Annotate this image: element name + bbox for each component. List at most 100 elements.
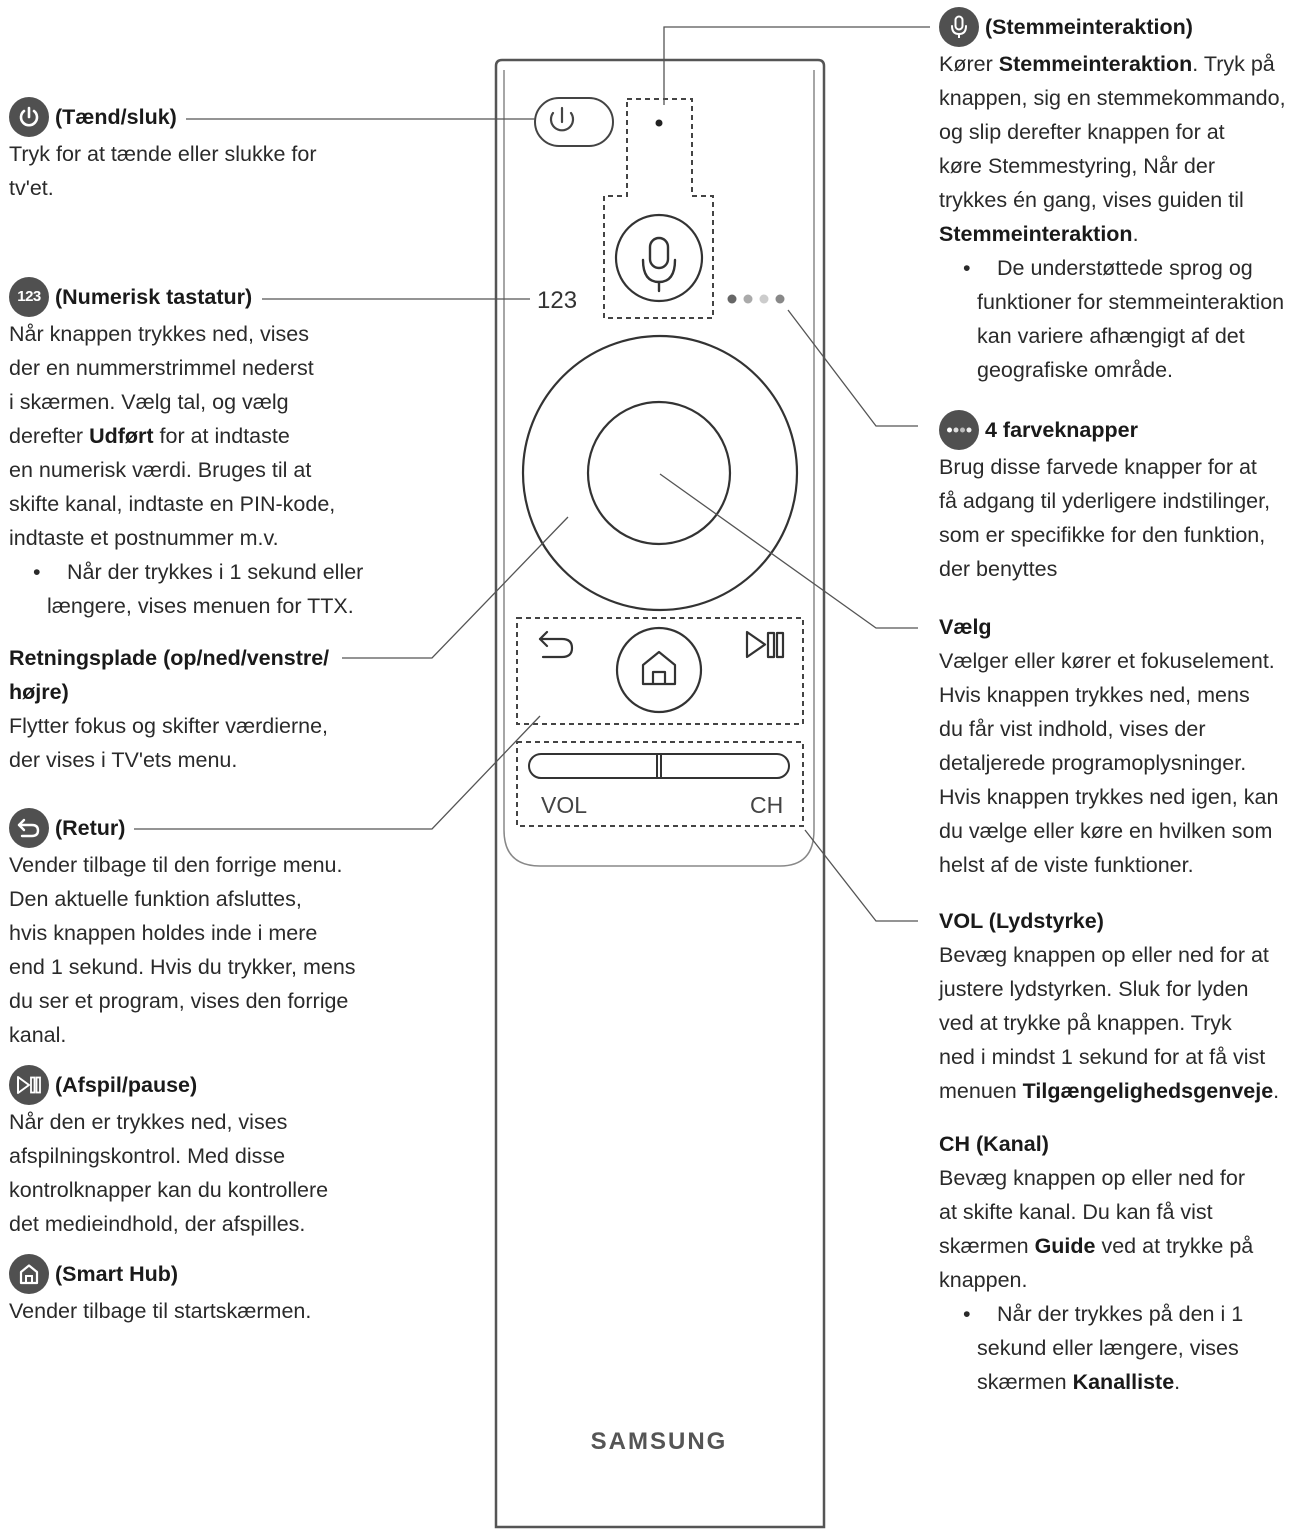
numeric-bullet: •Når der trykkes i 1 sekund eller xyxy=(33,560,364,584)
channel-bullet: •Når der trykkes på den i 1 xyxy=(963,1302,1244,1326)
brand-logo: SAMSUNG xyxy=(591,1428,728,1455)
select-description: Vælg Vælger eller kører et fokuselement.… xyxy=(939,610,1278,882)
voice-bullet-1: •De understøttede sprog og xyxy=(963,256,1253,280)
channel-bullet-line-2: sekund eller længere, vises xyxy=(977,1336,1239,1360)
play-description: (Afspil/pause) Når den er trykkes ned, v… xyxy=(9,1065,328,1241)
play-pause-button[interactable] xyxy=(745,630,785,659)
navigation-row-outline xyxy=(516,617,804,725)
numeric-line-3: i skærmen. Vælg tal, og vælg xyxy=(9,390,289,414)
voice-title: (Stemmeinteraktion) xyxy=(985,15,1193,39)
play-line-1: Når den er trykkes ned, vises xyxy=(9,1110,288,1134)
dpad-line-1: Flytter fokus og skifter værdierne, xyxy=(9,714,329,738)
power-line-1: Tryk for at tænde eller slukke for xyxy=(9,142,317,166)
voice-button[interactable] xyxy=(614,213,704,303)
return-icon xyxy=(9,808,49,848)
select-button[interactable] xyxy=(586,400,732,546)
return-line-4: end 1 sekund. Hvis du trykker, mens xyxy=(9,955,356,979)
color-buttons-icon xyxy=(939,410,979,450)
return-button[interactable] xyxy=(538,630,574,659)
select-line-4: detaljerede programoplysninger. xyxy=(939,751,1247,775)
voice-icon xyxy=(939,7,979,47)
remote-label-ch[interactable]: CH xyxy=(750,792,783,818)
play-title: (Afspil/pause) xyxy=(55,1073,198,1097)
remote-label-vol[interactable]: VOL xyxy=(541,792,587,818)
color-button-1[interactable] xyxy=(727,294,737,304)
voice-description: (Stemmeinteraktion) Kører Stemmeinterakt… xyxy=(939,7,1286,387)
voice-line-1: Kører Stemmeinteraktion. Tryk på xyxy=(939,52,1275,76)
vol-ch-outline xyxy=(516,741,804,827)
volume-line-3: ved at trykke på knappen. Tryk xyxy=(939,1011,1232,1035)
color-line-1: Brug disse farvede knapper for at xyxy=(939,455,1257,479)
numeric-line-5: en numerisk værdi. Bruges til at xyxy=(9,458,312,482)
color-line-4: der benyttes xyxy=(939,557,1058,581)
color-line-3: som er specifikke for den funktion, xyxy=(939,523,1266,547)
home-icon xyxy=(641,650,677,686)
return-line-2: Den aktuelle funktion afsluttes, xyxy=(9,887,302,911)
volume-description: VOL (Lydstyrke) Bevæg knappen op eller n… xyxy=(939,904,1279,1108)
volume-line-1: Bevæg knappen op eller ned for at xyxy=(939,943,1269,967)
voice-bullet-line-4: geografiske område. xyxy=(977,358,1173,382)
volume-line-4: ned i mindst 1 sekund for at få vist xyxy=(939,1045,1266,1069)
numeric-line-1: Når knappen trykkes ned, vises xyxy=(9,322,309,346)
power-description: (Tænd/sluk) Tryk for at tænde eller sluk… xyxy=(9,97,316,205)
channel-title: CH (Kanal) xyxy=(939,1132,1049,1156)
return-line-3: hvis knappen holdes inde i mere xyxy=(9,921,318,945)
home-icon xyxy=(9,1254,49,1294)
numeric-title: (Numerisk tastatur) xyxy=(55,285,253,309)
volume-title: VOL (Lydstyrke) xyxy=(939,909,1104,933)
channel-line-4: knappen. xyxy=(939,1268,1028,1292)
dpad-description: Retningsplade (op/ned/venstre/ højre) Fl… xyxy=(9,641,329,777)
home-title: (Smart Hub) xyxy=(55,1262,179,1286)
return-description: (Retur) Vender tilbage til den forrige m… xyxy=(9,808,356,1052)
power-icon xyxy=(9,97,49,137)
voice-bullet-line-2: funktioner for stemmeinteraktion xyxy=(977,290,1285,314)
remote-label-123[interactable]: 123 xyxy=(537,287,577,314)
play-line-4: det medieindhold, der afspilles. xyxy=(9,1212,306,1236)
return-line-1: Vender tilbage til den forrige menu. xyxy=(9,853,343,877)
dpad-line-2: der vises i TV'ets menu. xyxy=(9,748,238,772)
voice-line-3: og slip derefter knappen for at xyxy=(939,120,1225,144)
select-line-3: du får vist indhold, vises der xyxy=(939,717,1206,741)
power-button[interactable] xyxy=(534,97,614,147)
select-title: Vælg xyxy=(939,615,992,639)
numeric-description: 123 (Numerisk tastatur) Når knappen tryk… xyxy=(9,277,363,623)
home-description: (Smart Hub) Vender tilbage til startskær… xyxy=(9,1254,311,1328)
play-pause-icon xyxy=(9,1065,49,1105)
home-button[interactable] xyxy=(615,626,703,714)
volume-line-5: menuen Tilgængelighedsgenveje. xyxy=(939,1079,1280,1103)
select-line-6: du vælge eller køre en hvilken som xyxy=(939,819,1273,843)
voice-line-2: knappen, sig en stemmekommando, xyxy=(939,86,1286,110)
channel-description: CH (Kanal) Bevæg knappen op eller ned fo… xyxy=(939,1127,1253,1399)
voice-line-5: trykkes én gang, vises guiden til xyxy=(939,188,1244,212)
return-line-5: du ser et program, vises den forrige xyxy=(9,989,349,1013)
vol-ch-rocker[interactable] xyxy=(528,753,790,779)
power-title: (Tænd/sluk) xyxy=(55,105,177,129)
leader-lines xyxy=(134,26,930,922)
microphone-hole xyxy=(655,119,663,127)
channel-line-2: at skifte kanal. Du kan få vist xyxy=(939,1200,1213,1224)
color-button-4[interactable] xyxy=(775,294,785,304)
numeric-line-4: derefter Udført for at indtaste xyxy=(9,424,290,448)
power-button-icon xyxy=(549,106,575,132)
color-buttons-description: 4 farveknapper Brug disse farvede knappe… xyxy=(939,410,1270,586)
return-line-6: kanal. xyxy=(9,1023,67,1047)
color-button-3[interactable] xyxy=(759,294,769,304)
channel-line-1: Bevæg knappen op eller ned for xyxy=(939,1166,1245,1190)
return-title: (Retur) xyxy=(55,816,126,840)
voice-line-4: køre Stemmestyring, Når der xyxy=(939,154,1215,178)
play-line-3: kontrolknapper kan du kontrollere xyxy=(9,1178,329,1202)
voice-line-6: Stemmeinteraktion. xyxy=(939,222,1139,246)
channel-line-3: skærmen Guide ved at trykke på xyxy=(939,1234,1254,1258)
color-line-2: få adgang til yderligere indstilinger, xyxy=(939,489,1271,513)
numeric-keypad-icon: 123 xyxy=(9,277,49,317)
volume-line-2: justere lydstyrken. Sluk for lyden xyxy=(939,977,1249,1001)
select-line-1: Vælger eller kører et fokuselement. xyxy=(939,649,1275,673)
channel-bullet-line-3: skærmen Kanalliste. xyxy=(977,1370,1181,1394)
dpad-title-line-1: Retningsplade (op/ned/venstre/ xyxy=(9,646,330,670)
remote-bezel xyxy=(503,70,815,867)
numeric-bullet-line-2: længere, vises menuen for TTX. xyxy=(47,594,354,618)
dpad-title-line-2: højre) xyxy=(9,680,69,704)
color-button-2[interactable] xyxy=(743,294,753,304)
numeric-line-7: indtaste et postnummer m.v. xyxy=(9,526,279,550)
